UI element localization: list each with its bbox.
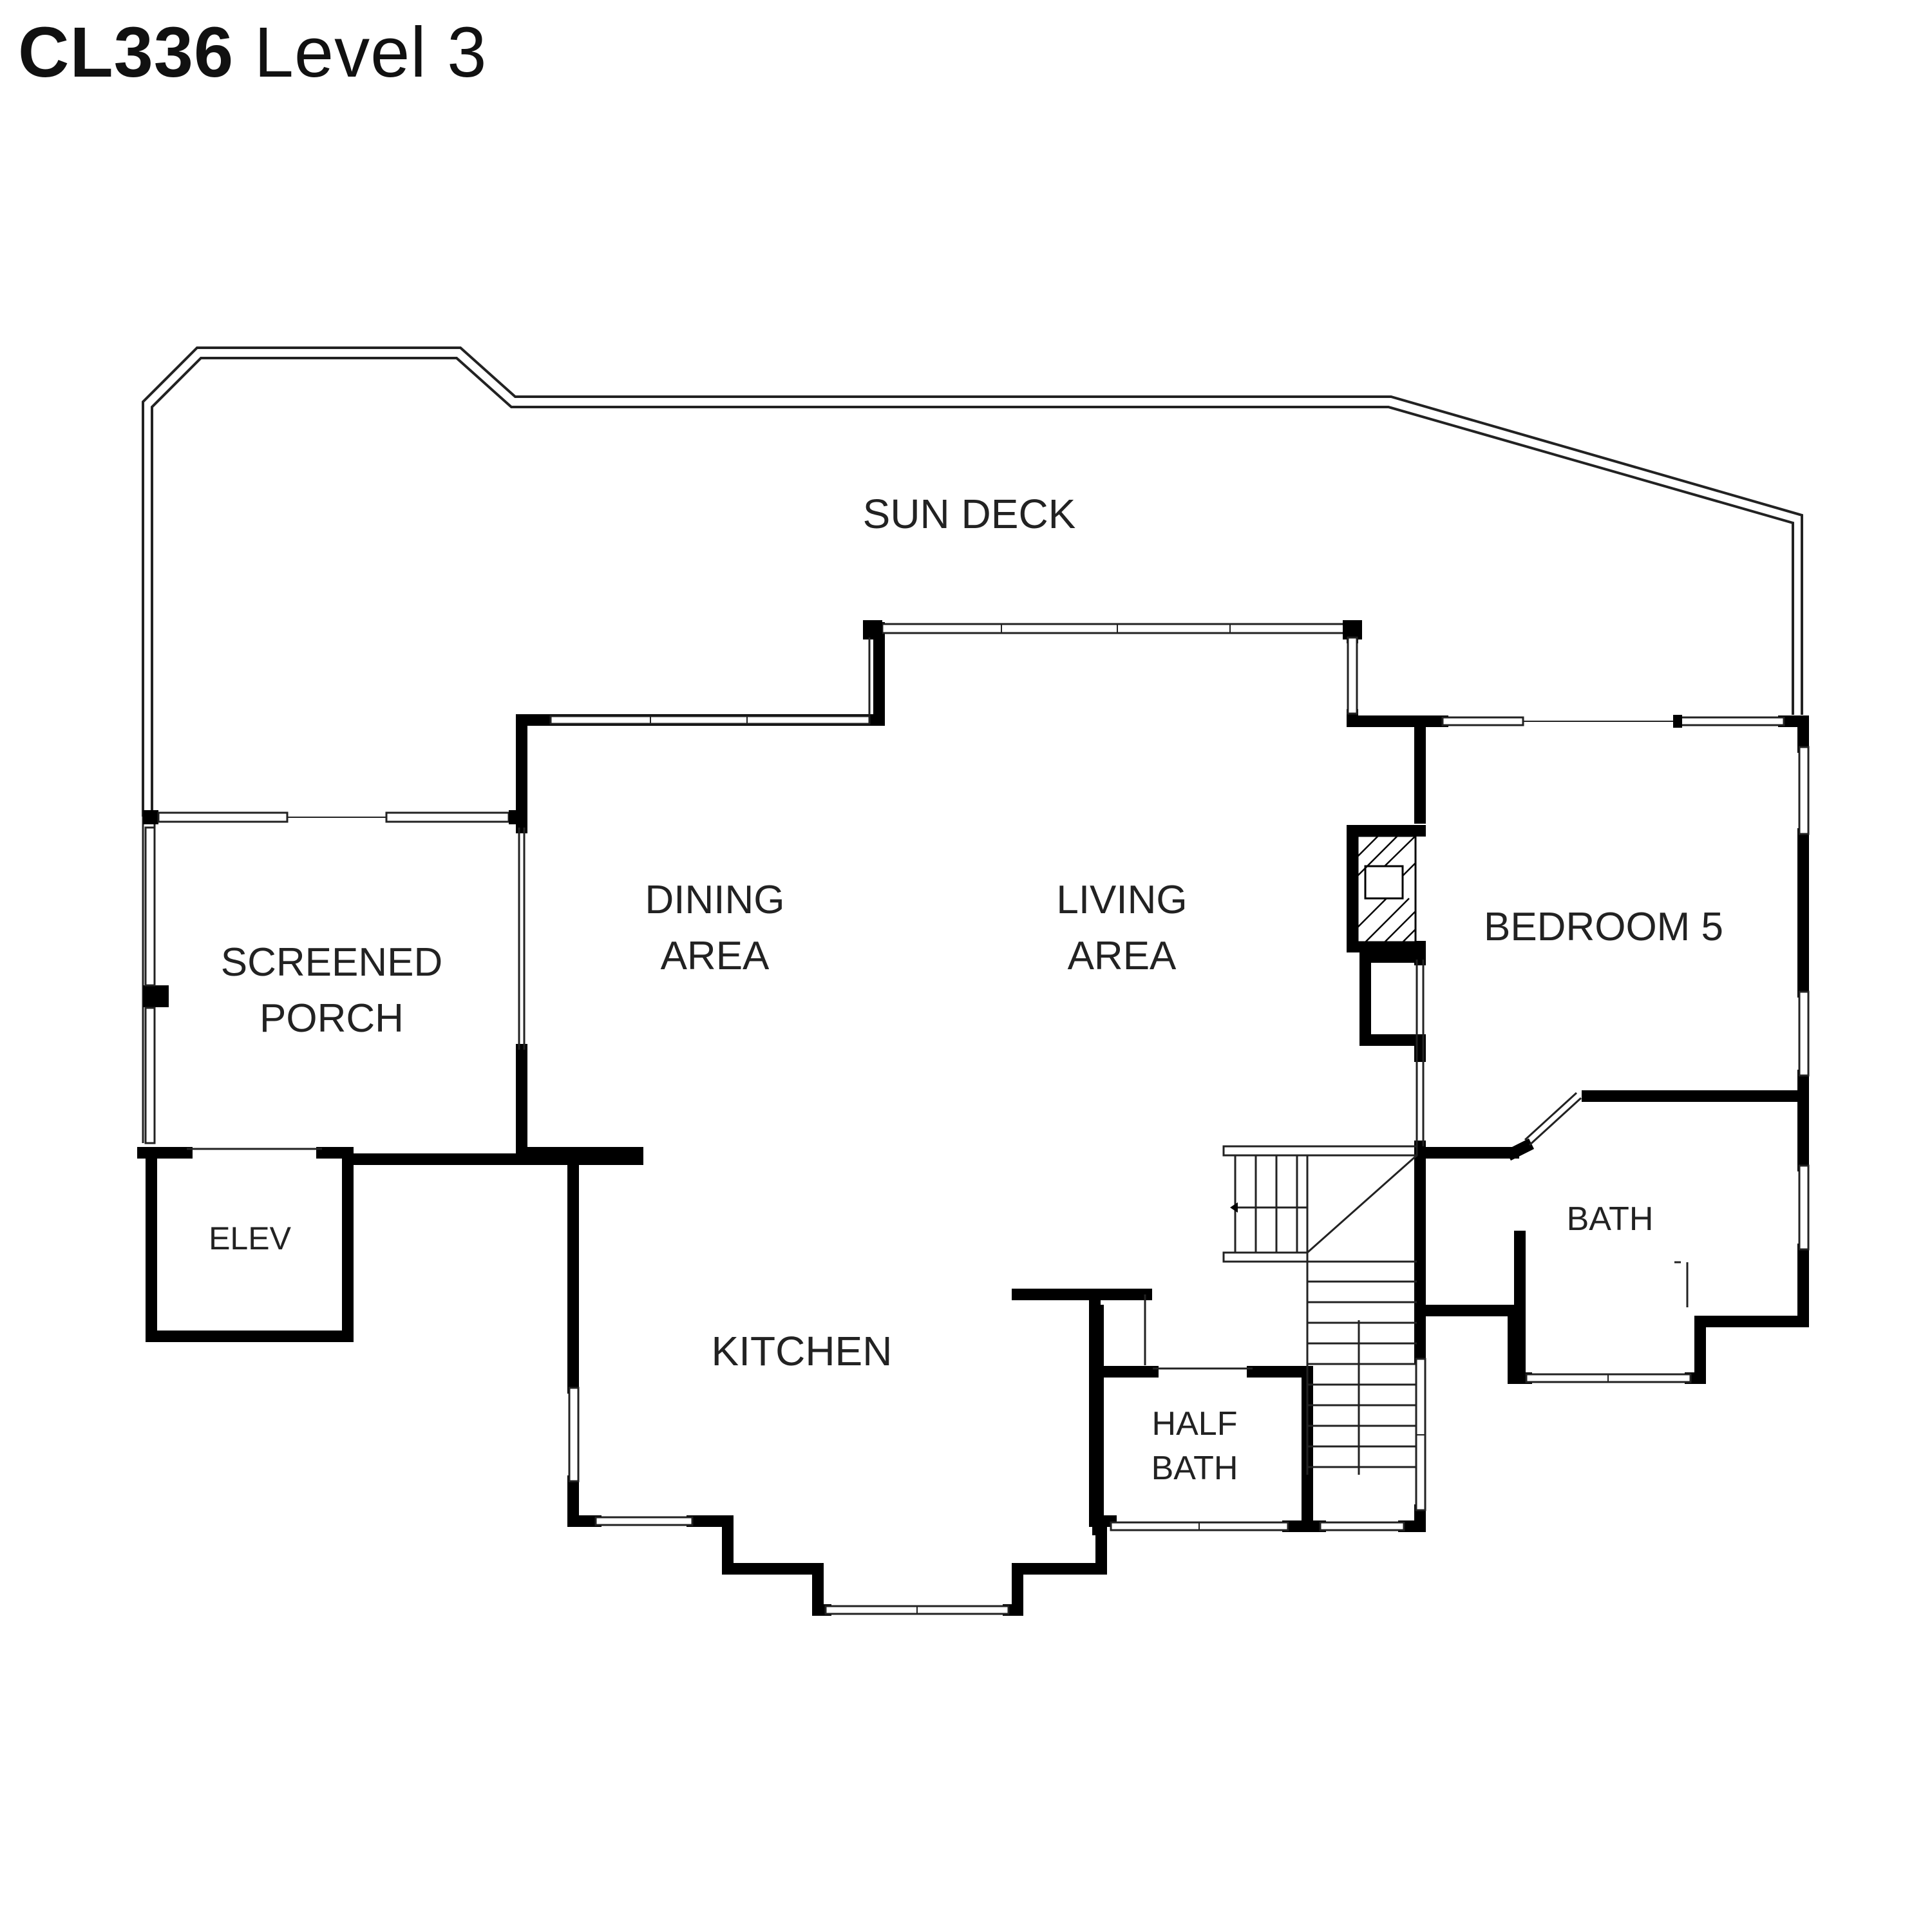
label-half-bath-line2: BATH	[1151, 1450, 1238, 1487]
label-bath: BATH	[1567, 1200, 1654, 1238]
room-labels: SUN DECK SCREENED PORCH DINING AREA LIVI…	[209, 491, 1723, 1487]
label-bedroom-5: BEDROOM 5	[1484, 905, 1723, 949]
label-living-area-line1: LIVING	[1056, 878, 1187, 922]
plan-code: CL336	[18, 13, 234, 92]
plan-level: Level 3	[254, 13, 488, 92]
label-screened-porch-line1: SCREENED	[221, 940, 443, 985]
staircase	[1222, 1145, 1418, 1475]
fireplace	[1356, 835, 1417, 943]
door-openings	[187, 638, 1689, 1370]
sun-deck-railing	[142, 346, 1803, 817]
label-screened-porch-line2: PORCH	[260, 996, 404, 1041]
screened-porch-walls	[142, 810, 522, 1143]
plan-title: CL336 Level 3	[18, 12, 487, 93]
label-dining-area-line2: AREA	[661, 934, 770, 978]
label-dining-area-line1: DINING	[645, 878, 785, 922]
label-kitchen: KITCHEN	[712, 1328, 893, 1374]
windows	[144, 620, 1810, 1615]
label-elev: ELEV	[209, 1220, 292, 1256]
label-half-bath-line1: HALF	[1152, 1405, 1238, 1443]
structural-walls	[137, 622, 1809, 1616]
label-sun-deck: SUN DECK	[863, 491, 1076, 537]
label-living-area-line2: AREA	[1068, 934, 1177, 978]
